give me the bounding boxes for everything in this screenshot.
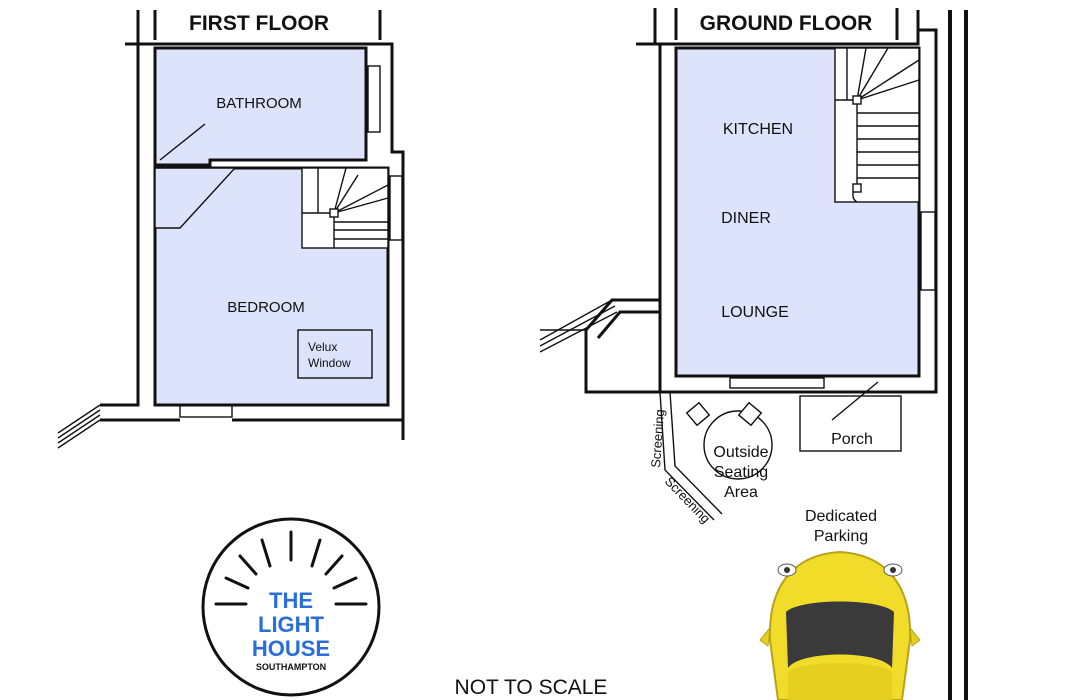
porch-door-swing bbox=[831, 381, 879, 421]
seating-label-line3: Area bbox=[724, 484, 758, 501]
bathroom-window bbox=[367, 65, 381, 133]
outside-seating-furniture bbox=[685, 401, 773, 480]
ground-floor-side-extension bbox=[539, 298, 660, 394]
the-light-house-logo: THE LIGHT HOUSE SOUTHAMPTON bbox=[201, 517, 381, 697]
screening-label-b: Screening bbox=[662, 474, 713, 527]
ground-floor-outer-wall-right bbox=[660, 10, 938, 394]
first-floor-title: FIRST FLOOR bbox=[189, 12, 329, 35]
parking-label-line2: Parking bbox=[814, 528, 868, 545]
bedroom-label: BEDROOM bbox=[227, 299, 305, 316]
bathroom-room bbox=[153, 46, 368, 167]
kitchen-label: KITCHEN bbox=[723, 121, 793, 138]
logo-line2: LIGHT bbox=[258, 612, 325, 637]
parking-label-line1: Dedicated bbox=[805, 508, 877, 525]
ground-floor-outer-wall-left bbox=[636, 42, 662, 392]
logo-line4: SOUTHAMPTON bbox=[256, 662, 326, 672]
first-floor-plan: FIRST FLOOR BATHROOM BEDR bbox=[57, 10, 405, 449]
first-floor-outer-wall-right bbox=[125, 42, 405, 440]
diner-label: DINER bbox=[721, 210, 771, 227]
porch-label: Porch bbox=[831, 431, 873, 448]
logo-line3: HOUSE bbox=[252, 636, 330, 661]
ground-floor-header: GROUND FLOOR bbox=[674, 8, 899, 40]
ground-side-window bbox=[920, 211, 936, 291]
first-floor-staircase bbox=[301, 167, 389, 249]
first-floor-outer-wall-left bbox=[100, 44, 140, 407]
velux-window-box bbox=[297, 329, 373, 379]
bedroom-side-window bbox=[389, 175, 403, 241]
ground-floor-staircase bbox=[834, 47, 920, 203]
seating-label-line2: Seating bbox=[714, 464, 768, 481]
screening-label-a: Screening bbox=[648, 409, 667, 468]
not-to-scale-note: NOT TO SCALE bbox=[455, 676, 608, 699]
lounge-label: LOUNGE bbox=[721, 304, 789, 321]
first-floor-header: FIRST FLOOR bbox=[153, 10, 382, 40]
ground-floor-title: GROUND FLOOR bbox=[700, 12, 873, 35]
screening-fence bbox=[659, 391, 723, 521]
bathroom-door-swing bbox=[159, 123, 206, 161]
bedroom-landing-wedge bbox=[154, 167, 237, 229]
ground-floor-outer-wall-top bbox=[660, 30, 920, 46]
ground-floor-plan: GROUND FLOOR bbox=[539, 8, 968, 700]
ground-front-window bbox=[729, 377, 825, 389]
first-floor-angled-wall bbox=[57, 404, 101, 449]
logo-line1: THE bbox=[269, 588, 313, 613]
bedroom-bottom-window bbox=[179, 404, 233, 418]
bathroom-label: BATHROOM bbox=[216, 95, 302, 112]
velux-label-line1: Velux bbox=[308, 340, 337, 354]
car-illustration bbox=[759, 550, 921, 700]
seating-label-line1: Outside bbox=[713, 444, 768, 461]
velux-label-line2: Window bbox=[308, 356, 351, 370]
